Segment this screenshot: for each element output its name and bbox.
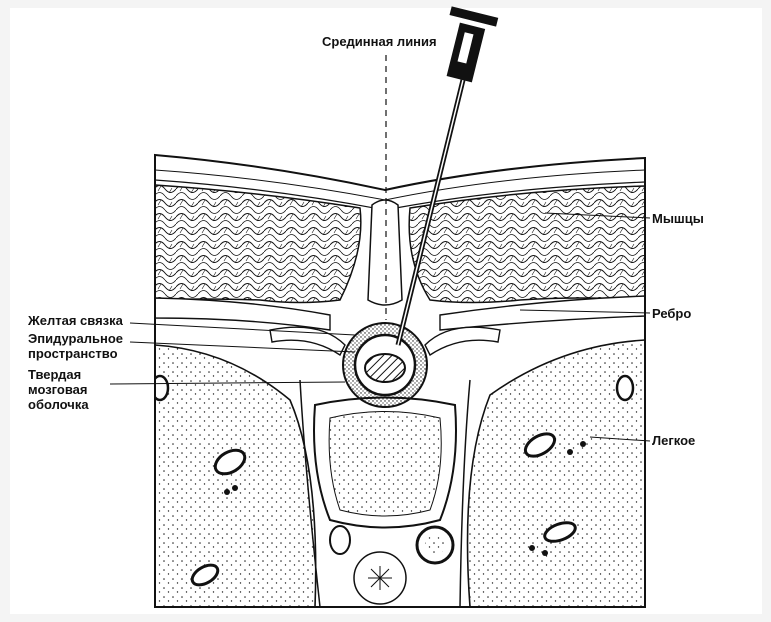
label-epidural-line2: пространство	[28, 346, 123, 361]
right-muscle-mass	[409, 186, 645, 303]
label-epidural-space: Эпидуральное пространство	[28, 331, 123, 361]
label-ligamentum-flavum: Желтая связка	[28, 313, 123, 328]
label-epidural-line1: Эпидуральное	[28, 331, 123, 346]
label-dura-line1: Твердая	[28, 367, 89, 382]
label-lung: Легкое	[652, 433, 695, 448]
label-dura-mater: Твердая мозговая оболочка	[28, 367, 89, 412]
label-muscles: Мышцы	[652, 211, 704, 226]
spinal-cord	[365, 354, 405, 382]
label-dura-line2: мозговая	[28, 382, 89, 397]
label-dura-line3: оболочка	[28, 397, 89, 412]
spinous-process	[368, 200, 402, 305]
label-rib: Ребро	[652, 306, 691, 321]
label-midline: Срединная линия	[322, 34, 437, 49]
